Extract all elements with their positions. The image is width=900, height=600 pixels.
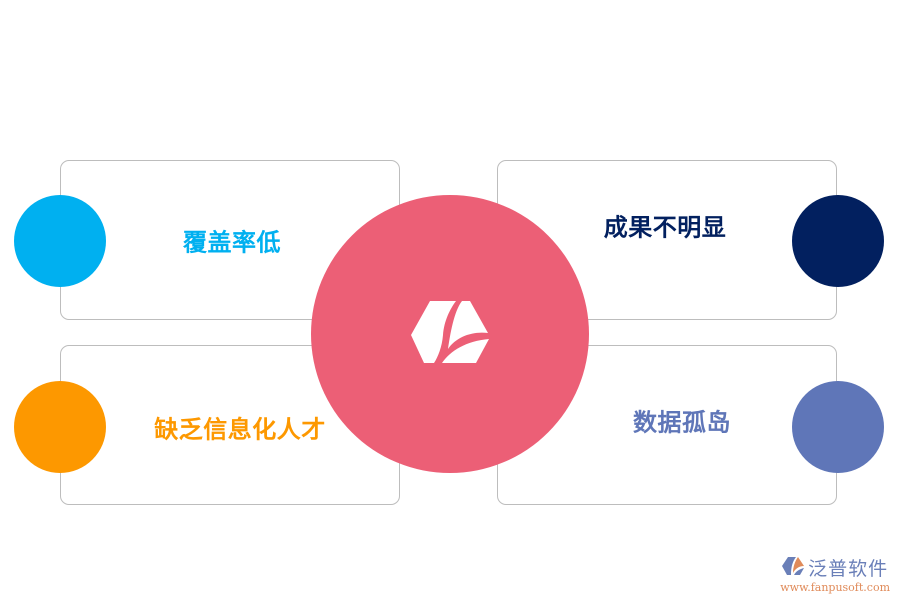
brand-logo-icon	[410, 295, 490, 373]
watermark: 泛普软件 www.fanpusoft.com	[780, 554, 890, 594]
circle-bottom-right	[792, 381, 884, 473]
circle-top-left	[14, 195, 106, 287]
label-top-left: 覆盖率低	[183, 228, 281, 257]
circle-bottom-left	[14, 381, 106, 473]
circle-top-right	[792, 195, 884, 287]
center-circle	[311, 195, 589, 473]
watermark-url: www.fanpusoft.com	[780, 581, 890, 594]
fanpu-logo-icon	[782, 556, 805, 580]
label-bottom-left: 缺乏信息化人才	[154, 415, 326, 444]
label-bottom-right: 数据孤岛	[633, 408, 731, 437]
label-top-right: 成果不明显	[603, 213, 727, 242]
watermark-name: 泛普软件	[808, 558, 889, 580]
